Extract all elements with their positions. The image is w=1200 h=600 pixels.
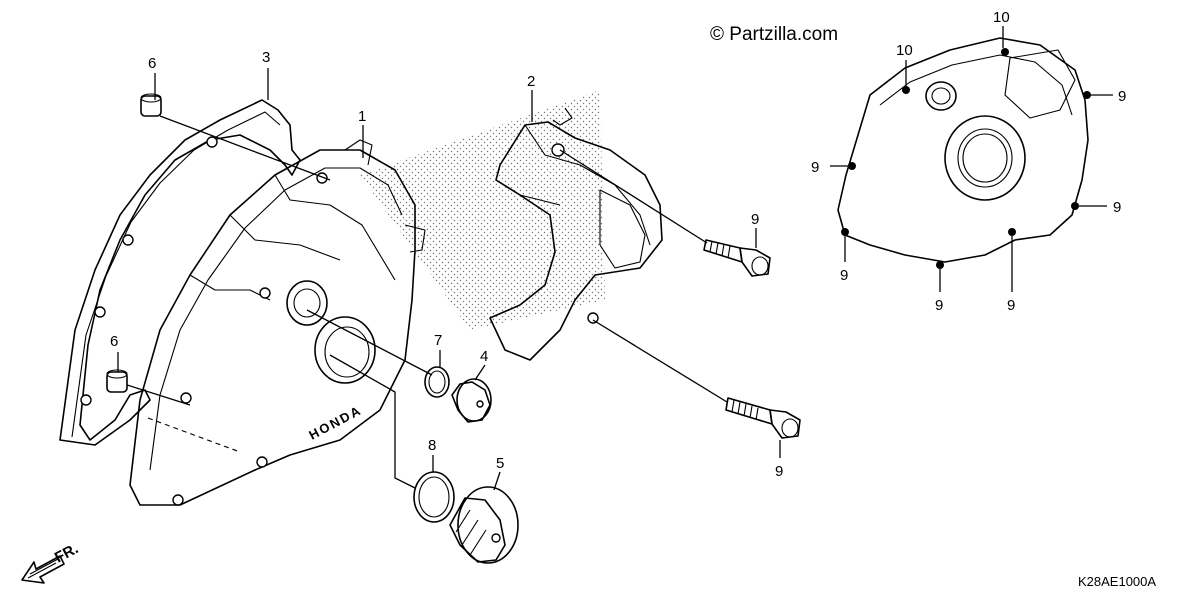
callout-5: 5 <box>496 455 504 472</box>
dowel-pin-top <box>140 93 162 117</box>
callout-9-bottom-right: 9 <box>1007 297 1015 314</box>
callout-9-bolt-lower: 9 <box>775 463 783 480</box>
flange-bolt-upper <box>703 239 771 277</box>
gasket-hole <box>206 136 218 148</box>
front-direction-indicator: FR. <box>21 540 81 584</box>
callout-4: 4 <box>480 348 488 365</box>
oil-seal <box>286 280 328 326</box>
shading-band <box>360 90 605 330</box>
callout-9-bolt-upper: 9 <box>751 211 759 228</box>
direction-arrow-icon <box>21 555 65 584</box>
o-ring-part-8 <box>413 471 455 523</box>
callout-9-right-top: 9 <box>1118 88 1126 105</box>
gasket-hole <box>94 306 106 318</box>
callout-3: 3 <box>262 49 270 66</box>
callout-8: 8 <box>428 437 436 454</box>
gasket-hole <box>80 394 92 406</box>
cover-part-2 <box>489 107 663 361</box>
callout-6-top: 6 <box>148 55 156 72</box>
direction-label: FR. <box>52 540 81 566</box>
gasket-part-3 <box>59 99 301 446</box>
callout-9-bottom-mid: 9 <box>935 297 943 314</box>
callout-9-right-mid: 9 <box>1113 199 1121 216</box>
dowel-pin-bottom <box>106 369 128 393</box>
crankshaft-hole-cap-part-5 <box>449 486 519 564</box>
callout-10-left: 10 <box>896 42 913 59</box>
gasket-hole <box>122 234 134 246</box>
cover-brand-mark: HONDA <box>306 402 364 442</box>
right-generator-cover <box>837 37 1091 269</box>
callout-1: 1 <box>358 108 366 125</box>
timing-hole-cap-part-4 <box>451 378 492 423</box>
crank-seal-boss <box>944 115 1026 201</box>
callout-2: 2 <box>527 73 535 90</box>
hidden-edge-line <box>147 417 241 453</box>
callout-9-left: 9 <box>811 159 819 176</box>
inspection-opening <box>314 316 376 384</box>
callout-6-bottom: 6 <box>110 333 118 350</box>
flange-bolt-lower <box>725 397 801 439</box>
diagram-code: K28AE1000A <box>1078 574 1156 589</box>
callout-9-bottom-left: 9 <box>840 267 848 284</box>
watermark-text: © Partzilla.com <box>710 24 838 45</box>
callout-7: 7 <box>434 332 442 349</box>
o-ring-part-7 <box>424 366 450 398</box>
callout-10-top: 10 <box>993 9 1010 26</box>
leader-lines <box>117 26 1113 491</box>
